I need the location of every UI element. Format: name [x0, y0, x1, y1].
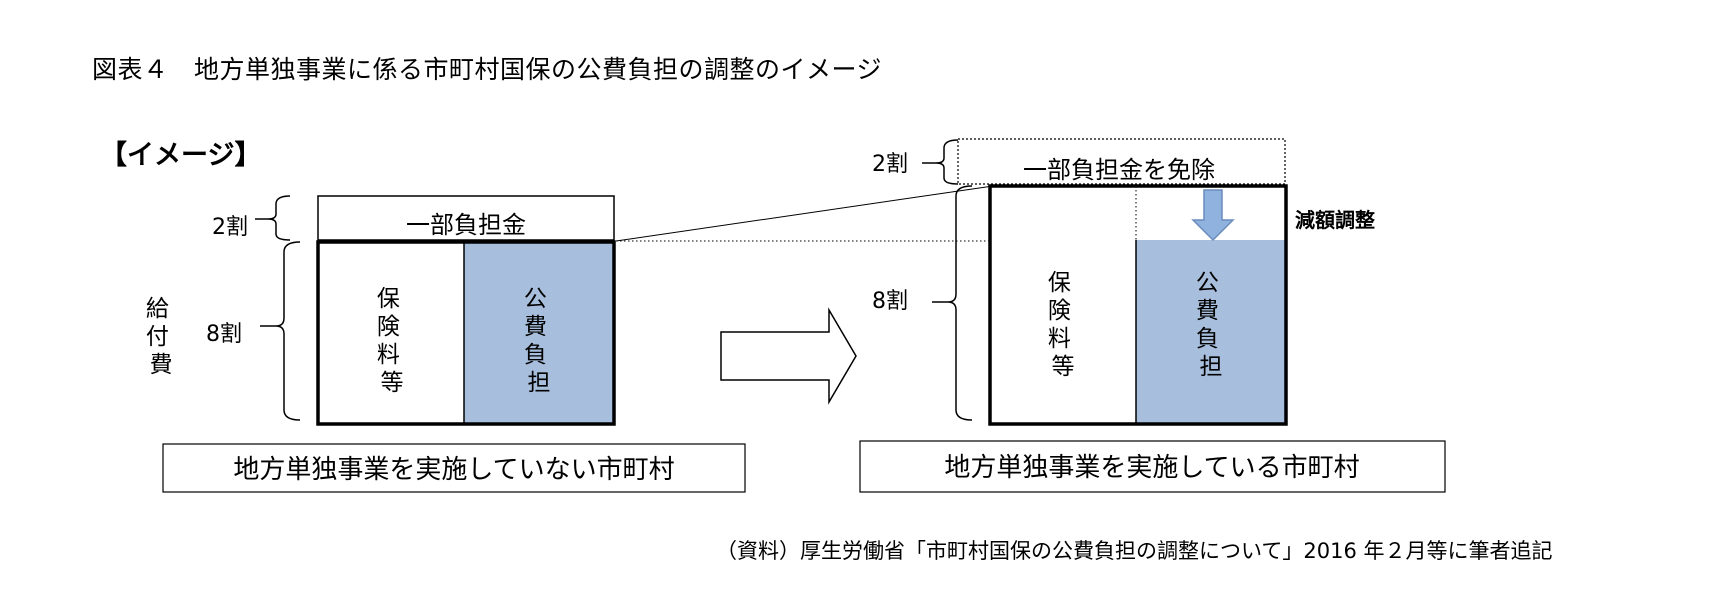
subheading: 【イメージ】: [100, 140, 262, 171]
left-public-fill: [464, 242, 614, 424]
transition-arrow: [720, 307, 857, 405]
left-public-label: 公 費 負 担: [524, 286, 554, 396]
left-premium-label: 保 険 料 等: [377, 286, 407, 396]
left-copay-label: 一部負担金: [406, 211, 526, 239]
page-title: 図表４ 地方単独事業に係る市町村国保の公費負担の調整のイメージ: [92, 55, 883, 84]
left-share-top-label: 2割: [212, 215, 248, 240]
right-brace-top: [935, 139, 959, 185]
right-share-bottom-label: 8割: [872, 289, 908, 314]
adjust-label: 減額調整: [1295, 208, 1375, 232]
left-copay-box: [317, 195, 615, 241]
benefit-label: 給 付 費: [146, 296, 176, 378]
left-caption: 地方単独事業を実施していない市町村: [233, 455, 674, 485]
right-public-fill: [1136, 240, 1286, 424]
left-diagram: 2割 8割 給 付 費 一部負担金 保 険 料 等 公 費 負 担: [146, 195, 746, 493]
right-caption-box: [859, 440, 1446, 493]
right-exempt-label: 一部負担金を免除: [1023, 156, 1215, 184]
left-brace-top: [267, 195, 291, 241]
left-caption-box: [162, 443, 746, 493]
right-caption: 地方単独事業を実施している市町村: [944, 453, 1359, 483]
connector-solid: [615, 185, 994, 242]
right-diagram: 一部負担金を免除 2割 8割 減額調整 保 険 料 等 公 費 負 担: [859, 138, 1446, 493]
right-public-label: 公 費 負 担: [1196, 270, 1226, 380]
source-note: （資料）厚生労働省「市町村国保の公費負担の調整について」2016 年２月等に筆者…: [716, 539, 1553, 563]
right-premium-label: 保 険 料 等: [1048, 270, 1078, 380]
left-main-box: [316, 240, 616, 426]
left-share-bottom-label: 8割: [206, 322, 242, 347]
right-brace-bottom: [947, 185, 973, 421]
right-share-top-label: 2割: [872, 152, 908, 177]
right-exempt-box: [957, 138, 1286, 185]
left-brace-bottom: [275, 241, 301, 421]
reduction-arrow: [1191, 189, 1235, 242]
right-main-box: [988, 184, 1288, 426]
